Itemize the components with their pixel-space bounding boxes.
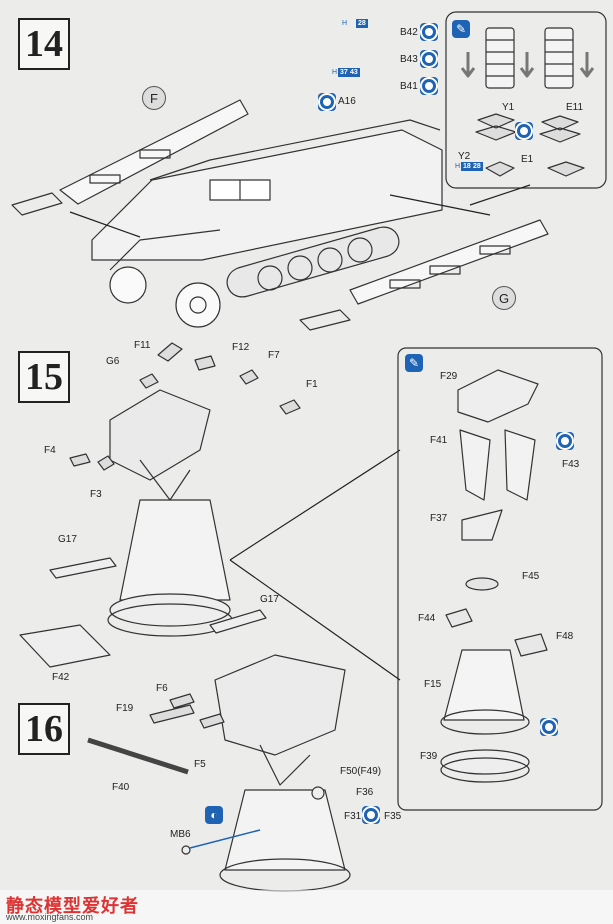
step-16-number: 16 (18, 703, 70, 755)
part-f42 (19, 624, 111, 668)
watermark-footer: 静态模型爱好者 www.moxingfans.com (0, 890, 613, 924)
part-label: F12 (232, 342, 250, 353)
paint-icon (318, 93, 336, 111)
part-label: F48 (556, 631, 574, 642)
fender-g (349, 219, 549, 305)
part-label: F5 (194, 759, 206, 770)
detail-mount-parts (440, 369, 548, 783)
part-label: F35 (384, 811, 402, 822)
track-links-detail (485, 27, 574, 89)
part-label: F42 (52, 672, 70, 683)
part-g17-left (49, 557, 117, 579)
paint-icon (540, 718, 558, 736)
part-label: F44 (418, 613, 436, 624)
paint-icon (362, 806, 380, 824)
part-label: A16 (338, 96, 356, 107)
part-label: F43 (562, 459, 580, 470)
callout-g: G (492, 286, 516, 310)
track-assembly (226, 226, 400, 298)
glue-drop-icon: ◐ (205, 806, 223, 824)
step-15-number: 15 (18, 351, 70, 403)
part-label: E11 (566, 102, 584, 113)
part-label: F15 (424, 679, 442, 690)
watermark-site-name: 静态模型爱好者 (6, 896, 139, 917)
part-label: F40 (112, 782, 130, 793)
tag-number: 43 (348, 68, 360, 77)
part-label: G17 (58, 534, 77, 545)
part-label: F41 (430, 435, 448, 446)
step-14-number: 14 (18, 18, 70, 70)
part-label: F29 (440, 371, 458, 382)
paint-icon (556, 432, 574, 450)
fender-f (59, 99, 249, 205)
tag-h: H (342, 20, 348, 27)
paint-icon (420, 23, 438, 41)
part-label: F3 (90, 489, 102, 500)
callout-f: F (142, 86, 166, 110)
part-label: B42 (400, 27, 418, 38)
part-label: F45 (522, 571, 540, 582)
tag-h: H (455, 163, 461, 170)
part-label: F19 (116, 703, 134, 714)
tag-number: 28 (471, 162, 483, 171)
tag-number: 18 (461, 162, 473, 171)
part-label: G6 (106, 356, 120, 367)
pedestal-mount (107, 389, 233, 637)
step16-mount (214, 654, 351, 892)
part-label: F31 (344, 811, 362, 822)
rear-part (11, 192, 63, 216)
part-label: G17 (260, 594, 279, 605)
part-label: F11 (134, 340, 151, 351)
halftrack-hull (91, 119, 443, 328)
part-label: Y2 (458, 151, 471, 162)
part-label: E1 (521, 154, 534, 165)
part-label: B43 (400, 54, 418, 65)
cement-icon: ✎ (452, 20, 470, 38)
part-label: F1 (306, 379, 318, 390)
part-label: Y1 (502, 102, 515, 113)
part-label: MB6 (170, 829, 191, 840)
step15-detail-frame (397, 347, 603, 811)
part-g17-right (209, 609, 267, 634)
part-label: F37 (430, 513, 448, 524)
barrel-f40 (87, 737, 189, 775)
cement-icon: ✎ (405, 354, 423, 372)
paint-icon (420, 77, 438, 95)
front-part (299, 309, 351, 331)
part-label: F50(F49) (340, 766, 382, 777)
watermark-url: www.moxingfans.com (6, 912, 94, 922)
part-label: F39 (420, 751, 438, 762)
part-label: F36 (356, 787, 374, 798)
part-label: F4 (44, 445, 56, 456)
part-label: B41 (400, 81, 418, 92)
part-label: F6 (156, 683, 168, 694)
paint-icon (420, 50, 438, 68)
part-label: F7 (268, 350, 280, 361)
step14-detail-frame (445, 11, 607, 189)
tag-h: H (332, 69, 338, 76)
tag-number: 28 (356, 19, 368, 28)
paint-icon (515, 122, 533, 140)
tag-number: 37 (338, 68, 350, 77)
